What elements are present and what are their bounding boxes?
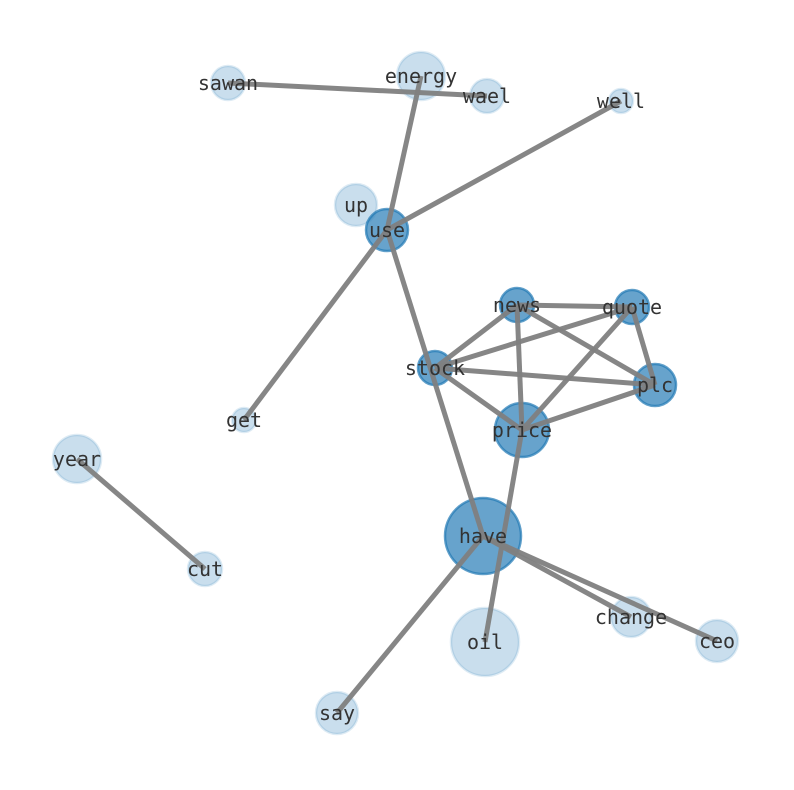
edge-news-quote bbox=[516, 302, 633, 310]
node-label-energy: energy bbox=[385, 64, 457, 88]
node-label-cut: cut bbox=[187, 557, 223, 581]
node-label-price: price bbox=[492, 418, 552, 442]
edge-have-say bbox=[335, 534, 485, 715]
node-up bbox=[333, 182, 379, 228]
node-label-change: change bbox=[595, 605, 667, 629]
edge-year-cut bbox=[75, 457, 207, 571]
node-label-say: say bbox=[319, 701, 355, 725]
edge-stock-price bbox=[433, 365, 524, 433]
edge-energy-use bbox=[384, 75, 424, 231]
node-label-stock: stock bbox=[405, 356, 465, 380]
edge-quote-plc bbox=[629, 306, 658, 386]
node-label-plc: plc bbox=[637, 373, 673, 397]
edge-stock-plc bbox=[434, 365, 656, 388]
node-label-get: get bbox=[226, 408, 262, 432]
edges-layer bbox=[75, 75, 719, 715]
edge-price-oil bbox=[482, 429, 525, 643]
node-label-have: have bbox=[459, 524, 507, 548]
node-label-up: up bbox=[344, 193, 368, 217]
node-label-well: well bbox=[597, 89, 645, 113]
edge-sawan-wael bbox=[227, 80, 488, 99]
edge-use-get bbox=[242, 228, 389, 422]
node-label-year: year bbox=[53, 447, 101, 471]
node-label-use: use bbox=[369, 218, 405, 242]
edge-news-plc bbox=[515, 302, 657, 388]
edge-quote-stock bbox=[434, 304, 633, 371]
edge-quote-price bbox=[520, 305, 634, 432]
node-label-news: news bbox=[493, 293, 541, 317]
edge-well-use bbox=[385, 98, 623, 233]
node-label-sawan: sawan bbox=[198, 71, 258, 95]
edge-news-price bbox=[514, 304, 525, 431]
edge-price-plc bbox=[521, 382, 656, 433]
node-label-quote: quote bbox=[602, 295, 662, 319]
node-label-oil: oil bbox=[467, 630, 503, 654]
node-label-ceo: ceo bbox=[699, 629, 735, 653]
edge-news-stock bbox=[433, 303, 519, 370]
edge-use-have bbox=[384, 229, 486, 537]
edge-have-ceo bbox=[481, 533, 719, 644]
node-label-wael: wael bbox=[463, 84, 511, 108]
